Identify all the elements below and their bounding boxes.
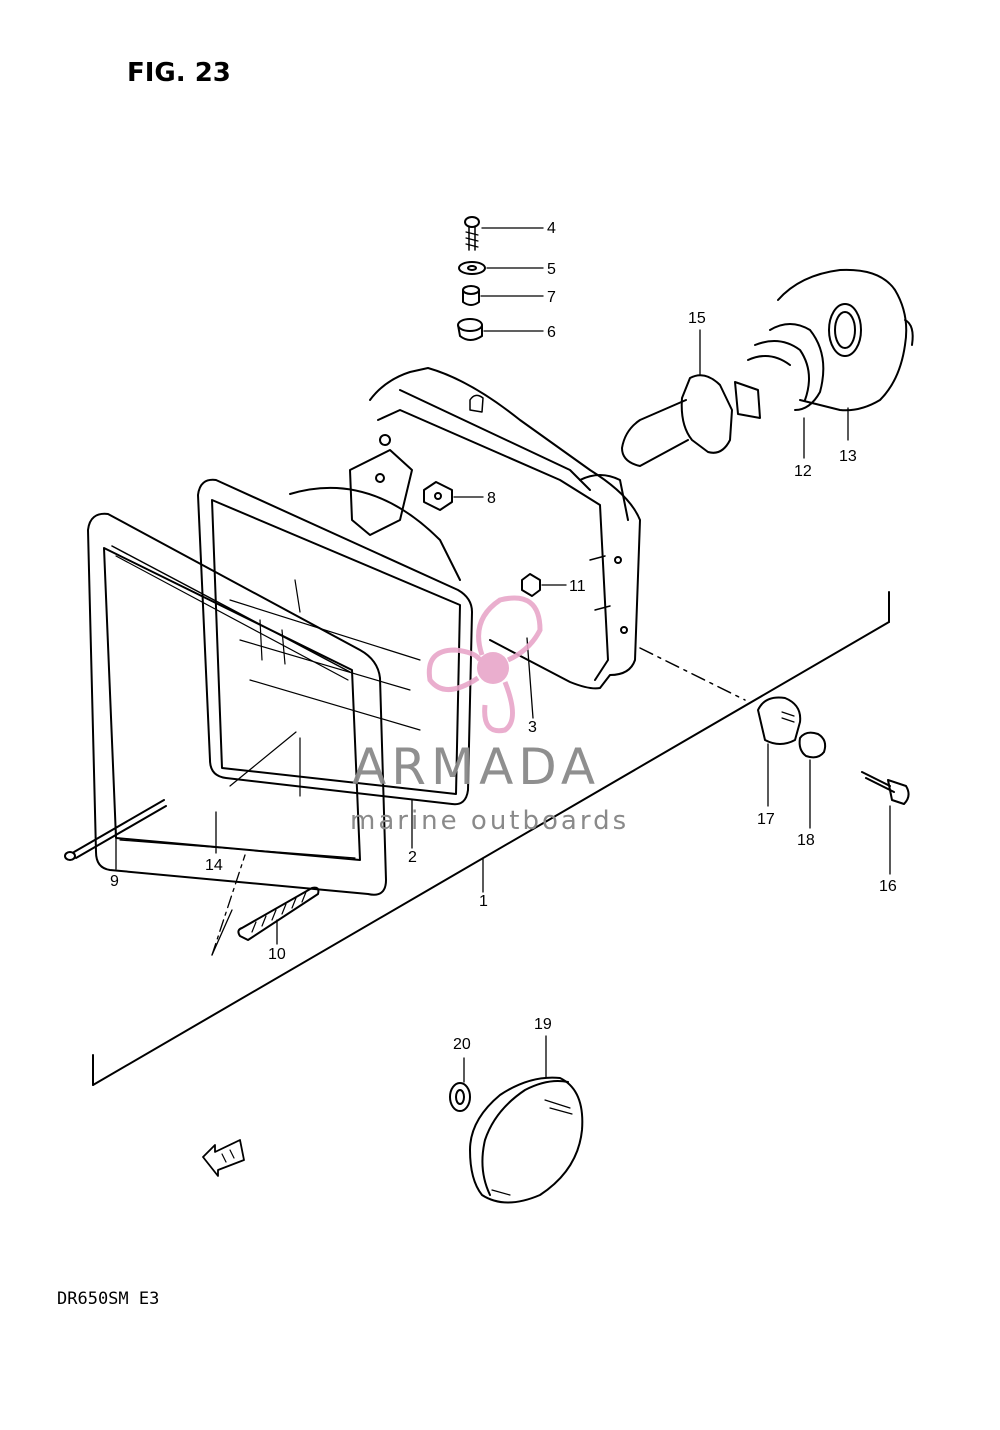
nut-11 [521, 573, 541, 597]
leader-lines [115, 227, 891, 1083]
bulb-spring [747, 323, 825, 411]
screw-9 [64, 799, 167, 861]
callout-18: 18 [797, 832, 815, 849]
cap-19 [469, 1076, 584, 1204]
callout-17: 17 [757, 811, 775, 828]
bulb-18 [798, 731, 827, 759]
callout-7: 7 [547, 289, 556, 306]
callout-11: 11 [569, 578, 586, 595]
callout-1: 1 [479, 893, 488, 910]
nut-8 [423, 481, 453, 511]
assembly-outline [92, 591, 890, 1086]
rim-frame [87, 512, 387, 896]
forward-arrow-icon [202, 1139, 245, 1177]
callout-14: 14 [205, 857, 223, 874]
callout-4: 4 [547, 220, 556, 237]
callout-8: 8 [487, 490, 496, 507]
collar-7 [462, 285, 480, 306]
model-code: DR650SM E3 [57, 1289, 160, 1309]
callout-9: 9 [110, 873, 119, 890]
callout-15: 15 [688, 310, 706, 327]
callout-16: 16 [879, 878, 897, 895]
callout-12: 12 [794, 463, 812, 480]
callout-labels: 1 2 3 4 5 6 7 8 9 10 11 12 13 14 15 16 1… [110, 220, 897, 1053]
spring-10 [237, 886, 320, 941]
headlight-lens [197, 478, 473, 806]
callout-20: 20 [453, 1036, 471, 1053]
bolt-16 [861, 771, 910, 805]
figure-title: FIG. 23 [127, 58, 231, 88]
socket-17 [757, 696, 802, 745]
callout-6: 6 [547, 324, 556, 341]
screw-4 [464, 216, 480, 251]
washer-5 [458, 261, 486, 275]
callout-19: 19 [534, 1016, 552, 1033]
grommet-6 [457, 318, 483, 341]
callout-2: 2 [408, 849, 417, 866]
watermark-tagline: marine outboards [350, 806, 630, 836]
watermark-name: ARMADA [352, 738, 601, 796]
callout-13: 13 [839, 448, 857, 465]
armada-logo-icon [426, 595, 543, 734]
callout-10: 10 [268, 946, 286, 963]
headlight-bulb [621, 374, 761, 467]
socket-cover [777, 268, 914, 412]
headlight-housing [349, 367, 641, 690]
washer-20 [449, 1082, 471, 1112]
callout-3: 3 [528, 719, 537, 736]
callout-5: 5 [547, 261, 556, 278]
